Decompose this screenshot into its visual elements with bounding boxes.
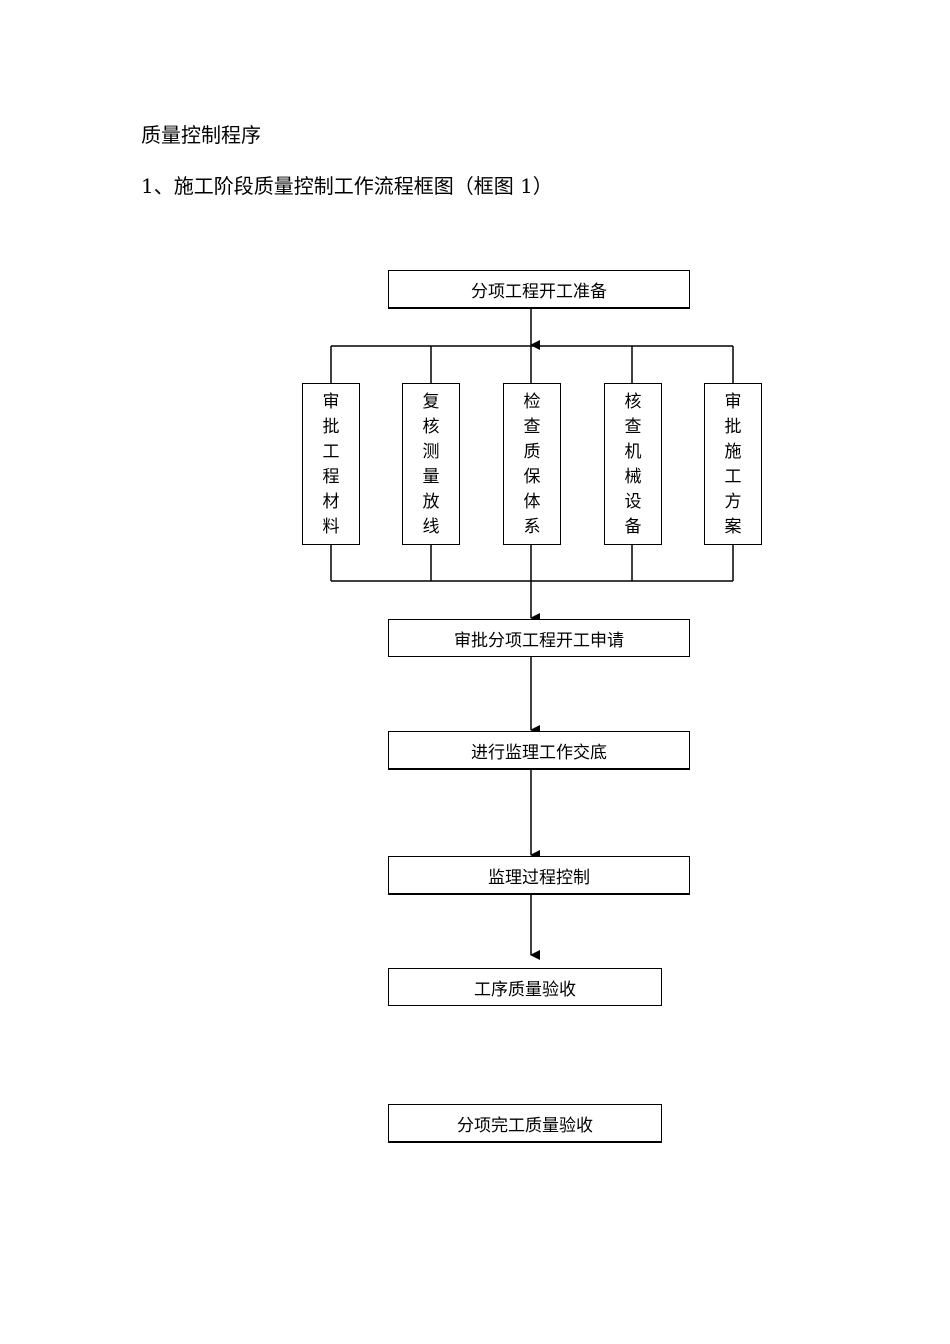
step-box-process-control: 监理过程控制 [388, 856, 690, 894]
start-label: 分项工程开工准备 [471, 281, 607, 302]
branch-box-check-equipment: 核查机械设备 [604, 383, 662, 545]
step-label: 工序质量验收 [474, 979, 576, 1000]
step-label: 分项完工质量验收 [457, 1115, 593, 1136]
page-title: 质量控制程序 [141, 123, 261, 147]
start-box: 分项工程开工准备 [388, 270, 690, 308]
section-heading: 1、施工阶段质量控制工作流程框图（框图 1） [141, 174, 553, 198]
step-box-final-acceptance: 分项完工质量验收 [388, 1104, 662, 1142]
branch-label: 审批工程材料 [322, 392, 340, 537]
step-box-approve-application: 审批分项工程开工申请 [388, 619, 690, 657]
branch-label: 审批施工方案 [724, 392, 742, 537]
step-box-procedure-acceptance: 工序质量验收 [388, 968, 662, 1006]
branch-label: 核查机械设备 [624, 392, 642, 537]
branch-box-check-qa-system: 检查质保体系 [503, 383, 561, 545]
branch-label: 检查质保体系 [523, 392, 541, 537]
branch-box-approve-materials: 审批工程材料 [302, 383, 360, 545]
step-label: 监理过程控制 [488, 867, 590, 888]
branch-label: 复核测量放线 [422, 392, 440, 537]
branch-box-approve-plan: 审批施工方案 [704, 383, 762, 545]
step-label: 审批分项工程开工申请 [454, 630, 624, 651]
step-box-briefing: 进行监理工作交底 [388, 731, 690, 769]
step-label: 进行监理工作交底 [471, 742, 607, 763]
branch-box-verify-survey: 复核测量放线 [402, 383, 460, 545]
